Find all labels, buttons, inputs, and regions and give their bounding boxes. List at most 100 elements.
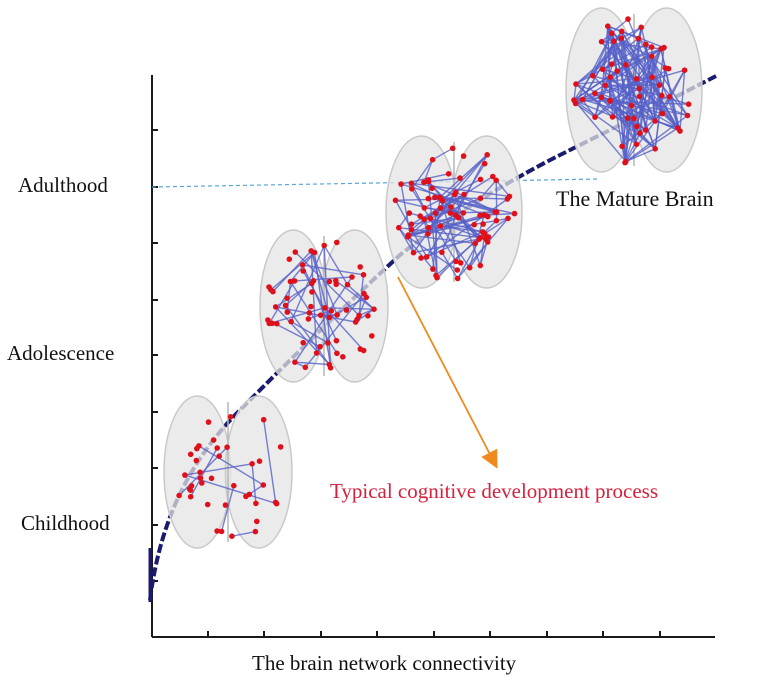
network-node bbox=[333, 278, 339, 284]
network-node bbox=[253, 501, 259, 507]
network-node bbox=[480, 221, 486, 227]
network-node bbox=[571, 97, 577, 103]
network-node bbox=[637, 94, 643, 100]
network-node bbox=[456, 215, 462, 221]
network-node bbox=[361, 272, 367, 278]
network-node bbox=[457, 175, 463, 181]
right-hemisphere bbox=[225, 396, 292, 548]
network-node bbox=[409, 227, 415, 233]
network-node bbox=[629, 103, 635, 109]
network-node bbox=[361, 348, 367, 354]
network-node bbox=[303, 365, 309, 371]
stage-label-childhood: Childhood bbox=[21, 511, 110, 536]
network-node bbox=[599, 95, 605, 101]
network-node bbox=[658, 46, 664, 52]
network-node bbox=[357, 264, 363, 270]
network-node bbox=[573, 81, 579, 87]
network-node bbox=[292, 359, 298, 365]
network-node bbox=[334, 351, 340, 357]
network-node bbox=[411, 250, 417, 256]
network-node bbox=[638, 25, 644, 31]
network-node bbox=[278, 444, 284, 450]
network-node bbox=[461, 192, 467, 198]
network-node bbox=[198, 475, 204, 481]
network-node bbox=[409, 186, 415, 192]
network-node bbox=[455, 267, 461, 273]
network-node bbox=[438, 223, 444, 229]
network-node bbox=[409, 221, 415, 227]
network-node bbox=[625, 115, 631, 121]
network-node bbox=[405, 234, 411, 240]
stage-label-adolescence: Adolescence bbox=[7, 341, 114, 366]
network-node bbox=[614, 68, 620, 74]
network-node bbox=[216, 453, 222, 459]
network-node bbox=[344, 307, 350, 313]
network-node bbox=[592, 114, 598, 120]
network-node bbox=[325, 340, 331, 346]
network-node bbox=[188, 494, 194, 500]
network-node bbox=[607, 74, 613, 80]
network-node bbox=[592, 91, 598, 97]
brain-network-adolescence bbox=[260, 230, 388, 382]
network-node bbox=[334, 240, 340, 246]
brain-network-childhood bbox=[164, 396, 292, 548]
network-node bbox=[365, 313, 371, 319]
network-edge bbox=[481, 198, 508, 199]
network-node bbox=[274, 501, 280, 507]
network-node bbox=[438, 205, 444, 211]
network-node bbox=[287, 256, 293, 262]
network-node bbox=[398, 181, 404, 187]
network-node bbox=[228, 414, 234, 420]
network-node bbox=[619, 144, 625, 150]
network-node bbox=[425, 231, 431, 237]
network-node bbox=[482, 161, 488, 167]
network-node bbox=[634, 142, 640, 148]
brain-networks bbox=[164, 8, 702, 548]
network-node bbox=[345, 282, 351, 288]
network-node bbox=[430, 157, 436, 163]
network-node bbox=[214, 445, 220, 451]
network-node bbox=[637, 130, 643, 136]
network-node bbox=[356, 313, 362, 319]
network-node bbox=[284, 295, 290, 301]
network-node bbox=[206, 419, 212, 425]
network-node bbox=[219, 529, 225, 535]
network-node bbox=[369, 333, 375, 339]
network-node bbox=[205, 502, 211, 508]
process-arrow bbox=[398, 277, 495, 464]
network-node bbox=[512, 211, 518, 217]
network-node bbox=[340, 354, 346, 360]
network-node bbox=[194, 458, 200, 464]
network-node bbox=[196, 443, 202, 449]
network-node bbox=[209, 476, 215, 482]
network-node bbox=[426, 177, 432, 183]
network-node bbox=[308, 304, 314, 310]
network-node bbox=[652, 118, 658, 124]
network-node bbox=[300, 262, 306, 268]
network-node bbox=[657, 82, 663, 88]
network-node bbox=[334, 338, 340, 344]
stage-label-adulthood: Adulthood bbox=[18, 173, 108, 198]
network-node bbox=[224, 444, 230, 450]
network-node bbox=[471, 222, 477, 228]
network-node bbox=[223, 502, 229, 508]
network-node bbox=[600, 67, 606, 73]
network-node bbox=[273, 304, 279, 310]
network-node bbox=[197, 470, 203, 476]
network-node bbox=[265, 317, 271, 323]
network-node bbox=[652, 146, 658, 152]
network-edge bbox=[496, 180, 497, 212]
network-node bbox=[418, 255, 424, 261]
network-node bbox=[505, 196, 511, 202]
network-node bbox=[231, 483, 237, 489]
network-node bbox=[249, 461, 255, 467]
network-node bbox=[229, 533, 235, 539]
network-node bbox=[314, 350, 320, 356]
network-node bbox=[631, 116, 637, 122]
network-node bbox=[643, 42, 649, 48]
network-node bbox=[393, 198, 399, 204]
network-node bbox=[439, 250, 445, 256]
network-node bbox=[188, 452, 194, 458]
network-node bbox=[446, 171, 452, 177]
